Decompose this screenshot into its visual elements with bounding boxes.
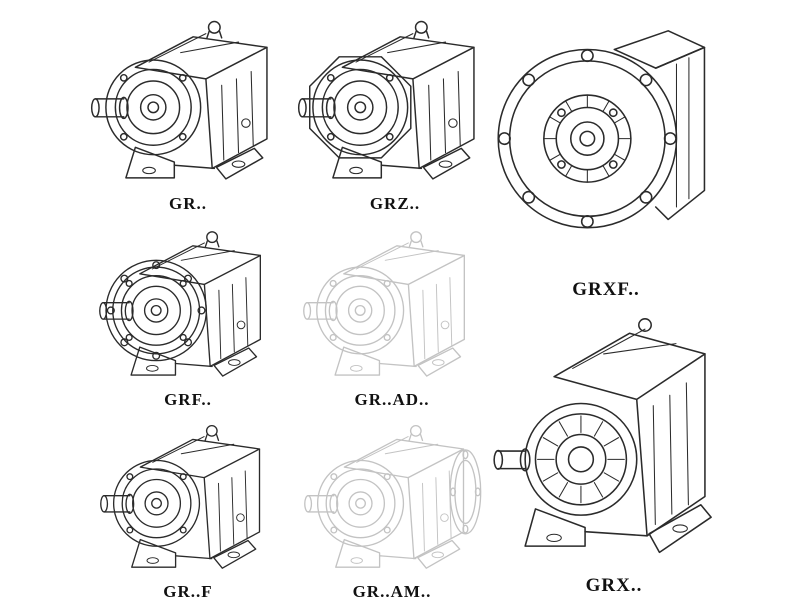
figure-gr: GR..	[88, 2, 288, 214]
figure-grad: GR..AD..	[292, 214, 492, 410]
gearbox-drawing-gr	[88, 2, 288, 192]
gearbox-drawing-grff	[88, 408, 288, 580]
label-grff: GR..F	[163, 581, 213, 600]
gearbox-drawing-grad	[292, 214, 492, 388]
label-grad: GR..AD..	[354, 389, 430, 409]
label-gram: GR..AM..	[352, 581, 432, 600]
label-grx: GRX..	[585, 575, 643, 597]
figure-grxf: GRXF..	[492, 0, 720, 302]
figure-grff: GR..F	[88, 408, 288, 600]
figure-grf: GRF..	[88, 214, 288, 410]
gearbox-drawing-grz	[295, 2, 495, 192]
gearbox-drawing-gram	[292, 408, 492, 580]
figure-grx: GRX..	[490, 300, 738, 598]
label-gr: GR..	[169, 193, 207, 213]
figure-grz: GRZ..	[295, 2, 495, 214]
figure-gram: GR..AM..	[292, 408, 492, 600]
label-grz: GRZ..	[369, 193, 421, 213]
gearbox-drawing-grx	[490, 300, 738, 573]
gearbox-drawing-grxf	[492, 0, 720, 277]
label-grf: GRF..	[164, 389, 212, 409]
gearbox-drawing-grf	[88, 214, 288, 388]
label-grxf: GRXF..	[572, 279, 640, 301]
